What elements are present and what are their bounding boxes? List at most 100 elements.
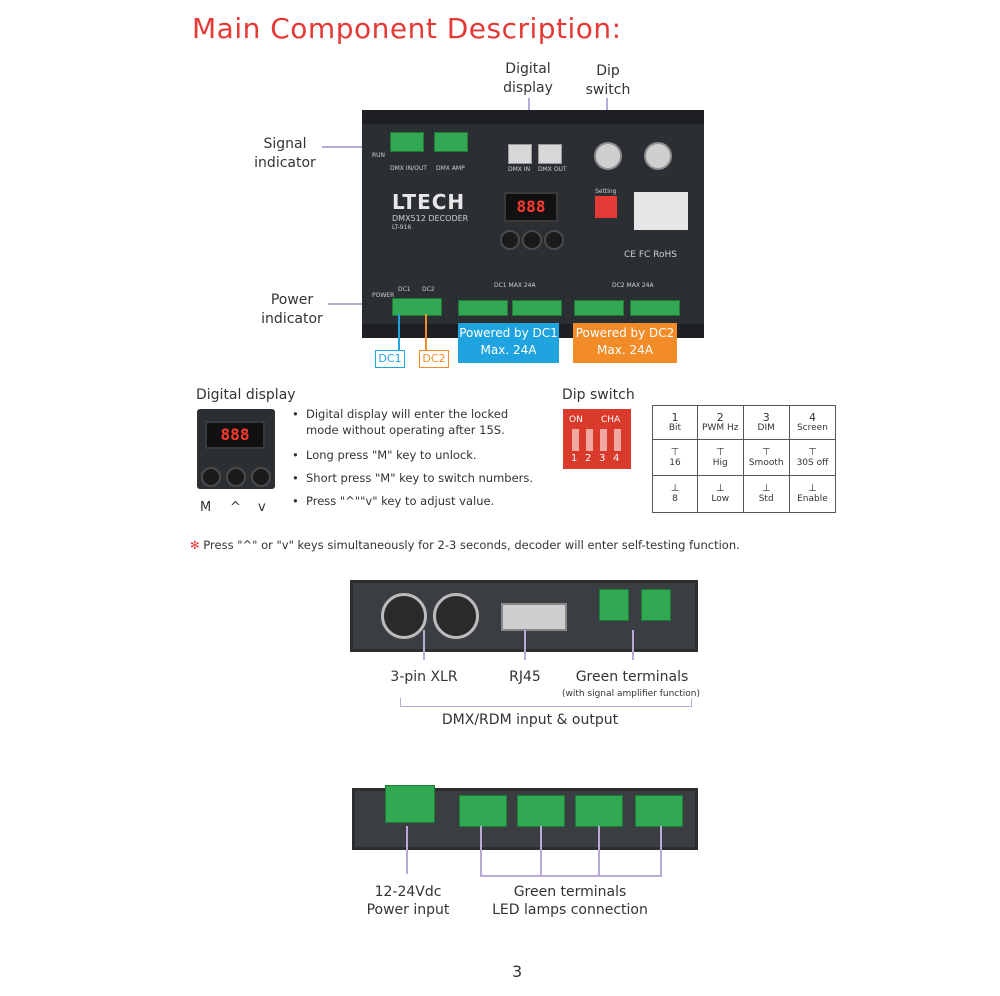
dip-switch-closeup: ON CHA 1 2 3 4: [563, 409, 631, 469]
dip-on-label: ON: [569, 415, 583, 425]
closeup-up-key[interactable]: [226, 467, 246, 487]
digital-display-heading: Digital display: [196, 387, 296, 403]
dip-toggle-3[interactable]: [600, 429, 607, 451]
dmx-in-out-terminal: [390, 132, 424, 152]
dc2-max-label: DC2 MAX 24A: [612, 282, 654, 289]
dmx-out-label: DMX OUT: [538, 166, 567, 173]
dip-toggle-4[interactable]: [614, 429, 621, 451]
bullet-item: Long press "M" key to unlock.: [292, 448, 477, 462]
rj45-ports: [501, 603, 567, 631]
note-star-icon: ✻: [190, 538, 200, 552]
dc2-power-box: Powered by DC2 Max. 24A: [573, 323, 677, 363]
closeup-display: 888: [205, 421, 265, 449]
bullet-item: Press "^""v" key to adjust value.: [292, 494, 494, 508]
dc2-label: DC2: [422, 286, 435, 293]
green-terminals-caption: Green terminals: [575, 669, 689, 685]
dip-reference-plate: [634, 192, 688, 230]
dmx-in-label: DMX IN: [508, 166, 531, 173]
closeup-down-key[interactable]: [251, 467, 271, 487]
dip-number: 3: [599, 453, 606, 464]
led-terminal-1: [459, 795, 507, 827]
dip-toggle-2[interactable]: [586, 429, 593, 451]
callout-power-indicator: Power indicator: [255, 291, 329, 329]
device-m-key[interactable]: [500, 230, 520, 250]
rj45-caption: RJ45: [509, 669, 541, 685]
dip-down-cell: ⊥Enable: [788, 475, 837, 513]
led-terminal-4: [635, 795, 683, 827]
leader-line: [480, 826, 482, 876]
leader-line: [423, 630, 425, 660]
callout-digital-display: Digital display: [498, 60, 558, 98]
led-terminals-caption: Green terminals LED lamps connection: [492, 884, 648, 918]
dip-switch-heading: Dip switch: [562, 387, 635, 403]
leader-line: [524, 630, 526, 660]
callout-text: Power: [270, 292, 314, 308]
dc1-label: DC1: [398, 286, 411, 293]
back-panel: [352, 785, 698, 850]
leader-line: [540, 826, 542, 876]
led-terminal-3: [575, 795, 623, 827]
self-test-note: ✻ Press "^" or "v" keys simultaneously f…: [190, 538, 740, 552]
bullet-item: Digital display will enter the locked: [292, 407, 508, 421]
dc1-box-line: Max. 24A: [480, 343, 537, 357]
xlr-male-port: [433, 593, 479, 639]
device-dip-switch[interactable]: [595, 196, 617, 218]
dc2-lead: [425, 314, 427, 350]
device-down-key[interactable]: [544, 230, 564, 250]
dip-toggle-1[interactable]: [572, 429, 579, 451]
page-title: Main Component Description:: [192, 12, 622, 45]
power-input-terminal: [385, 785, 435, 823]
bullet-item-cont: mode without operating after 15S.: [306, 423, 505, 437]
page-number: 3: [512, 962, 523, 981]
led-terminal-2: [517, 795, 565, 827]
leader-line: [632, 630, 634, 660]
dc1-lead: [398, 314, 400, 350]
front-green-terminal-2: [641, 589, 671, 621]
power-label: POWER: [372, 292, 395, 299]
closeup-m-key[interactable]: [201, 467, 221, 487]
dc1-tag: DC1: [375, 350, 405, 368]
dmx-in-out-label: DMX IN/OUT: [390, 165, 427, 172]
xlr-female-port: [381, 593, 427, 639]
dc1-box-line: Powered by DC1: [459, 326, 558, 340]
dc2-box-line: Powered by DC2: [575, 326, 675, 340]
power-input-caption: 12-24Vdc Power input: [366, 884, 450, 918]
note-text: Press "^" or "v" keys simultaneously for…: [203, 538, 740, 552]
model-number-label: LT-916: [392, 224, 412, 231]
dip-up-cell: ⊤16: [652, 439, 698, 476]
leader-line: [660, 826, 662, 876]
device-up-key[interactable]: [522, 230, 542, 250]
dc1-power-box: Powered by DC1 Max. 24A: [458, 323, 559, 363]
front-green-terminal-1: [599, 589, 629, 621]
device-digital-display: 888: [504, 192, 558, 222]
key-label-up: ^: [230, 500, 241, 515]
dip-number: 1: [571, 453, 578, 464]
dip-up-cell: ⊤Smooth: [742, 439, 790, 476]
dc2-tag: DC2: [419, 350, 449, 368]
callout-text: display: [503, 80, 553, 96]
dmx-rdm-caption: DMX/RDM input & output: [441, 712, 619, 728]
device-flange-top: [362, 110, 704, 124]
key-label-down: v: [258, 500, 266, 515]
dmx-amp-label: DMX AMP: [436, 165, 465, 172]
callout-text: switch: [585, 82, 631, 98]
setting-label: Setting: [595, 188, 617, 195]
dip-down-cell: ⊥Low: [696, 475, 744, 513]
dc1-max-label: DC1 MAX 24A: [494, 282, 536, 289]
callout-signal-indicator: Signal indicator: [248, 135, 322, 173]
group-bracket: [400, 698, 692, 707]
leader-line: [322, 146, 374, 148]
xlr-caption: 3-pin XLR: [390, 669, 458, 685]
xlr-in-port: [594, 142, 622, 170]
dc2-box-line: Max. 24A: [597, 343, 653, 357]
callout-text: indicator: [254, 155, 316, 171]
dip-number: 4: [613, 453, 620, 464]
leader-line: [406, 826, 408, 874]
power-terminal: [392, 298, 442, 316]
leader-line: [328, 303, 374, 305]
dip-up-cell: ⊤30S off: [788, 439, 837, 476]
